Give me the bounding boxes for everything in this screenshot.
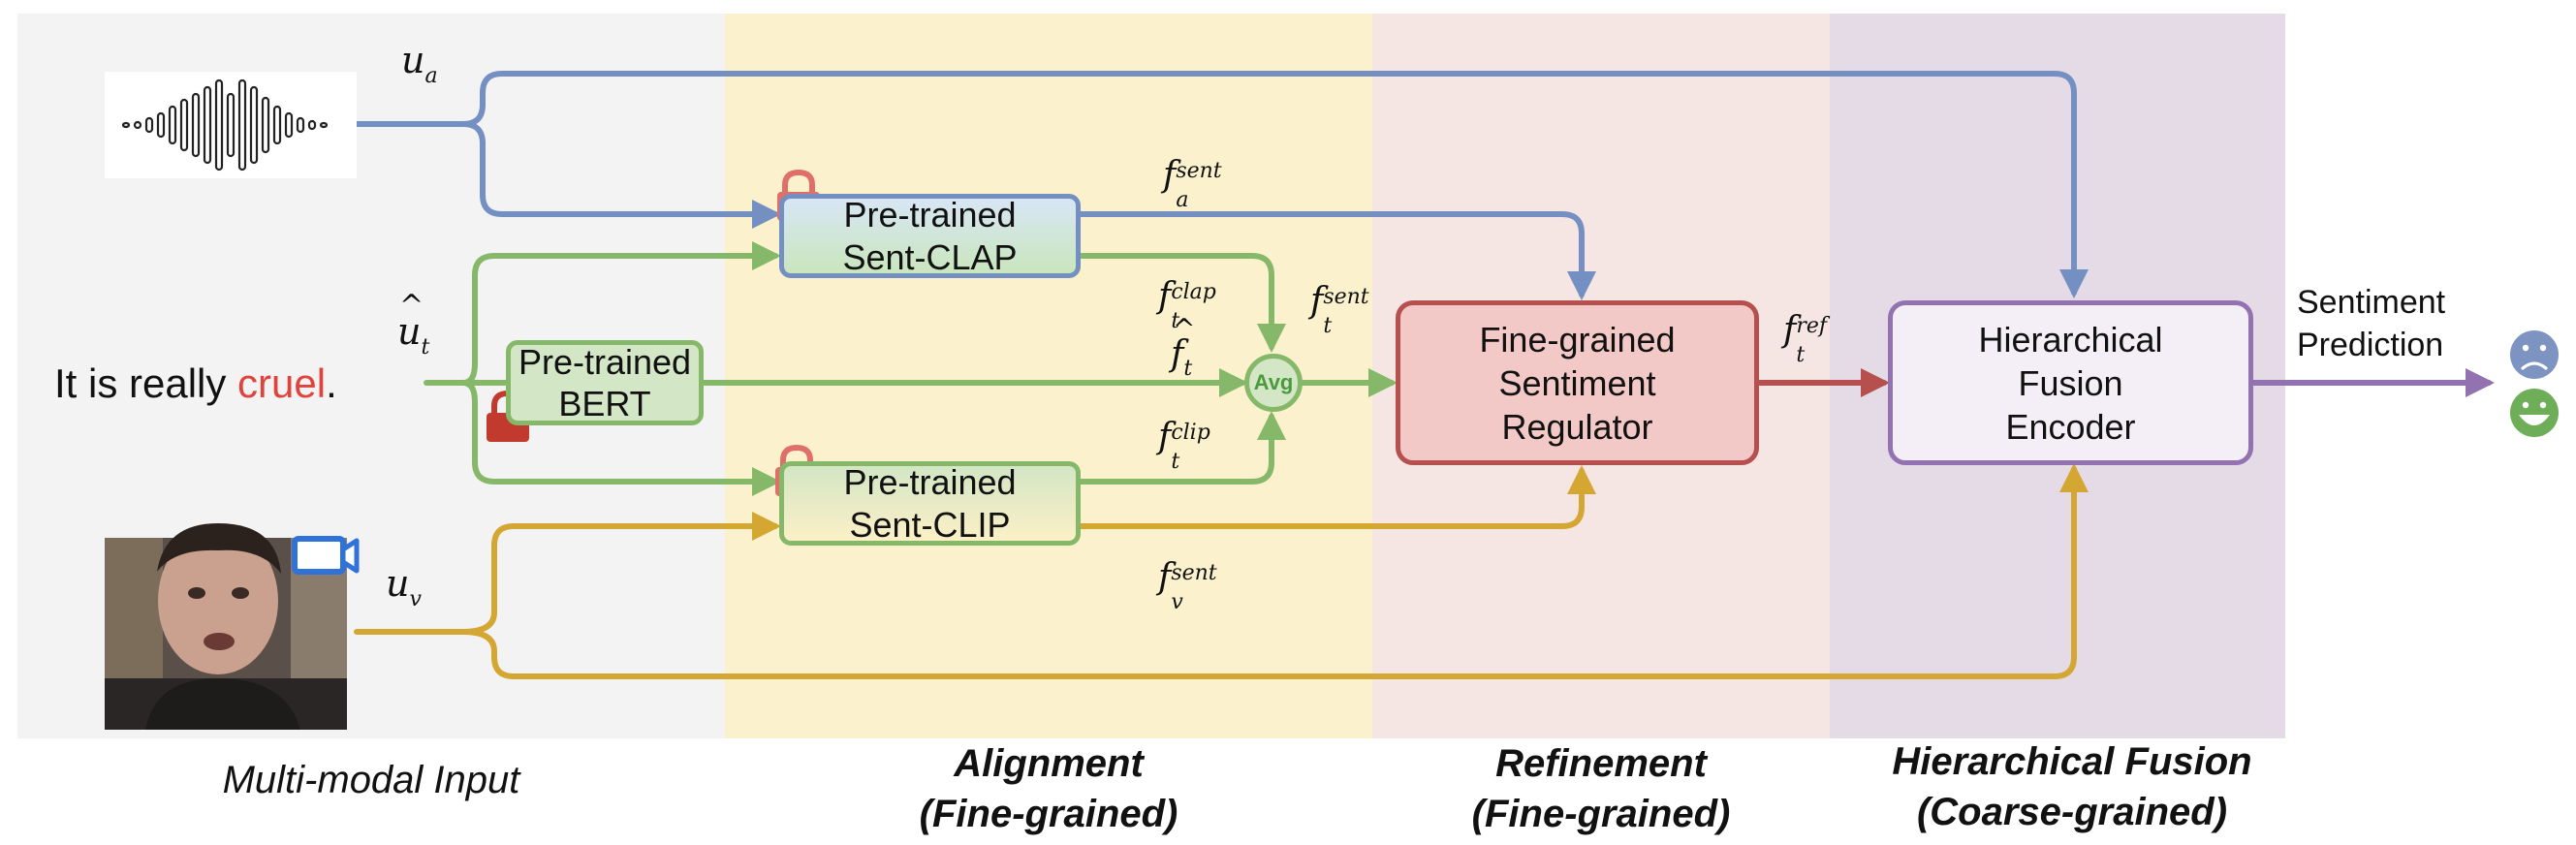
box-line: Fusion [2018,362,2123,403]
waveform-bar [144,116,154,134]
label-u-a: ua [401,39,438,88]
label-u-t-hat: u^t [397,289,430,360]
waveform-bar [226,92,236,158]
box-line: Pre-trained [843,195,1017,235]
sentence-period: . [326,360,337,406]
stage-fusion-label: Hierarchical Fusion (Coarse-grained) [1892,740,2252,833]
waveform-bar [296,116,305,134]
avg-label: Avg [1253,369,1294,394]
box-line: Regulator [1501,406,1653,447]
waveform-bar [261,96,270,154]
sentence-text: It is really [54,360,238,406]
label-f-t-hat: f^t [1171,313,1196,381]
waveform-bar [237,78,247,172]
audio-stem [354,71,2089,298]
sentiment-regulator-box: Fine-grained Sentiment Regulator [1396,300,1759,465]
label-u-v: uv [386,562,422,611]
input-sentence: It is really cruel. [54,360,337,407]
label-line: Sentiment [2297,284,2446,321]
sent-clap-box: Pre-trained Sent-CLAP [779,194,1081,278]
box-line: Hierarchical [1978,319,2163,360]
video-camera-icon [292,536,360,575]
box-line: Sent-CLIP [849,504,1011,545]
vision-to-encoder [460,463,2089,679]
stage-refinement-label: Refinement (Fine-grained) [1471,742,1731,835]
box-line: Pre-trained [518,341,692,382]
clap-audio-to-regulator [1078,211,1596,300]
waveform-bar [307,119,317,131]
box-line: Fine-grained [1479,319,1676,360]
waveform-bar [249,85,259,165]
clap-text-to-avg [1078,253,1286,353]
sent-clip-box: Pre-trained Sent-CLIP [779,461,1081,546]
bert-box: Pre-trained BERT [506,340,704,425]
waveform-bar [156,111,166,139]
box-line: Pre-trained [843,462,1017,503]
stage-input-label: Multi-modal Input [222,759,520,801]
happy-face-icon [2510,389,2559,437]
box-line: Encoder [2005,406,2136,447]
clip-vision-to-regulator [1078,465,1596,529]
waveform-bar [214,78,224,172]
box-line: Sent-CLAP [842,236,1018,277]
waveform-bar [272,105,282,145]
sentiment-prediction-label: Sentiment Prediction [2297,281,2445,366]
text-to-clip [460,380,781,496]
waveform-panel [105,72,357,178]
waveform-bar [133,120,142,130]
box-line: BERT [558,384,651,423]
avg-node: Avg [1244,354,1303,412]
stage-alignment-label: Alignment (Fine-grained) [919,742,1178,835]
waveform-bar [319,121,329,129]
waveform-bar [191,92,201,158]
waveform-bar [203,85,212,165]
waveform-bar [168,105,177,145]
box-line: Sentiment [1498,362,1656,403]
audio-to-clap [460,121,781,229]
fusion-encoder-box: Hierarchical Fusion Encoder [1888,300,2253,465]
waveform-bar [121,121,131,129]
sad-face-icon [2510,330,2559,379]
label-line: Prediction [2297,327,2444,364]
waveform-bar [284,111,294,139]
clip-text-to-avg [1078,411,1286,485]
waveform-icon [121,78,329,172]
waveform-bar [179,98,189,152]
sentence-highlight: cruel [237,360,327,406]
